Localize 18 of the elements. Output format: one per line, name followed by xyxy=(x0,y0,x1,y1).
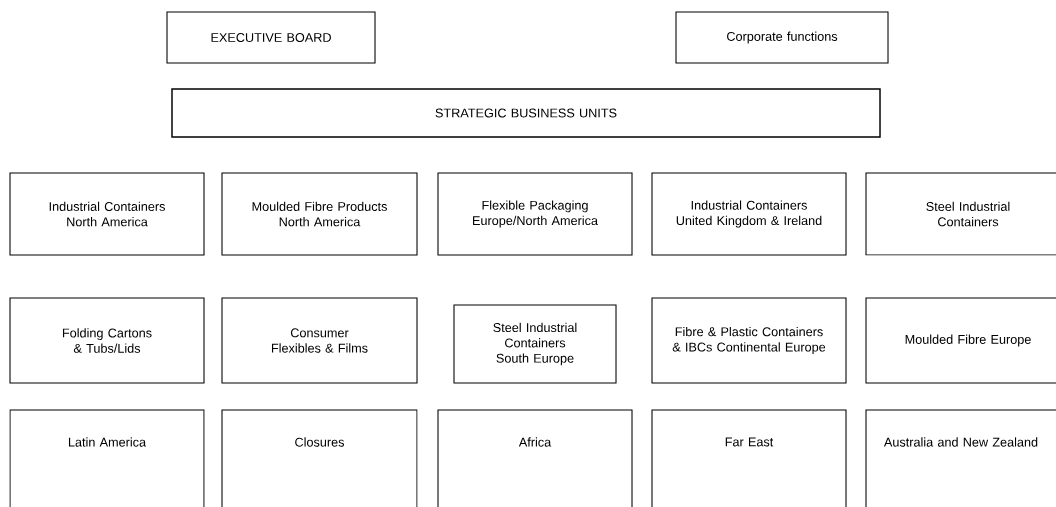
unit-box: Africa xyxy=(437,409,633,507)
unit-box: Industrial Containers North America xyxy=(9,172,205,256)
unit-box: Moulded Fibre Products North America xyxy=(221,172,418,256)
unit-box: Folding Cartons & Tubs/Lids xyxy=(9,297,205,384)
unit-box: Steel Industrial Containers xyxy=(865,172,1056,256)
unit-box: Latin America xyxy=(9,409,205,507)
unit-box: Consumer Flexibles & Films xyxy=(221,297,418,384)
unit-box: STRATEGIC BUSINESS UNITS xyxy=(171,88,881,138)
unit-box: Far East xyxy=(651,409,847,507)
unit-box: Steel Industrial Containers South Europe xyxy=(453,304,617,384)
unit-box: EXECUTIVE BOARD xyxy=(166,11,376,64)
unit-box: Industrial Containers United Kingdom & Ireland xyxy=(651,172,847,256)
unit-box: Australia and New Zealand xyxy=(865,409,1056,507)
unit-box: Fibre & Plastic Containers & IBCs Continental Europe xyxy=(651,297,847,384)
unit-box: Closures xyxy=(221,409,418,507)
unit-box: Corporate functions xyxy=(675,11,889,64)
unit-box: Moulded Fibre Europe xyxy=(865,297,1056,384)
unit-box: Flexible Packaging Europe/North America xyxy=(437,172,633,256)
